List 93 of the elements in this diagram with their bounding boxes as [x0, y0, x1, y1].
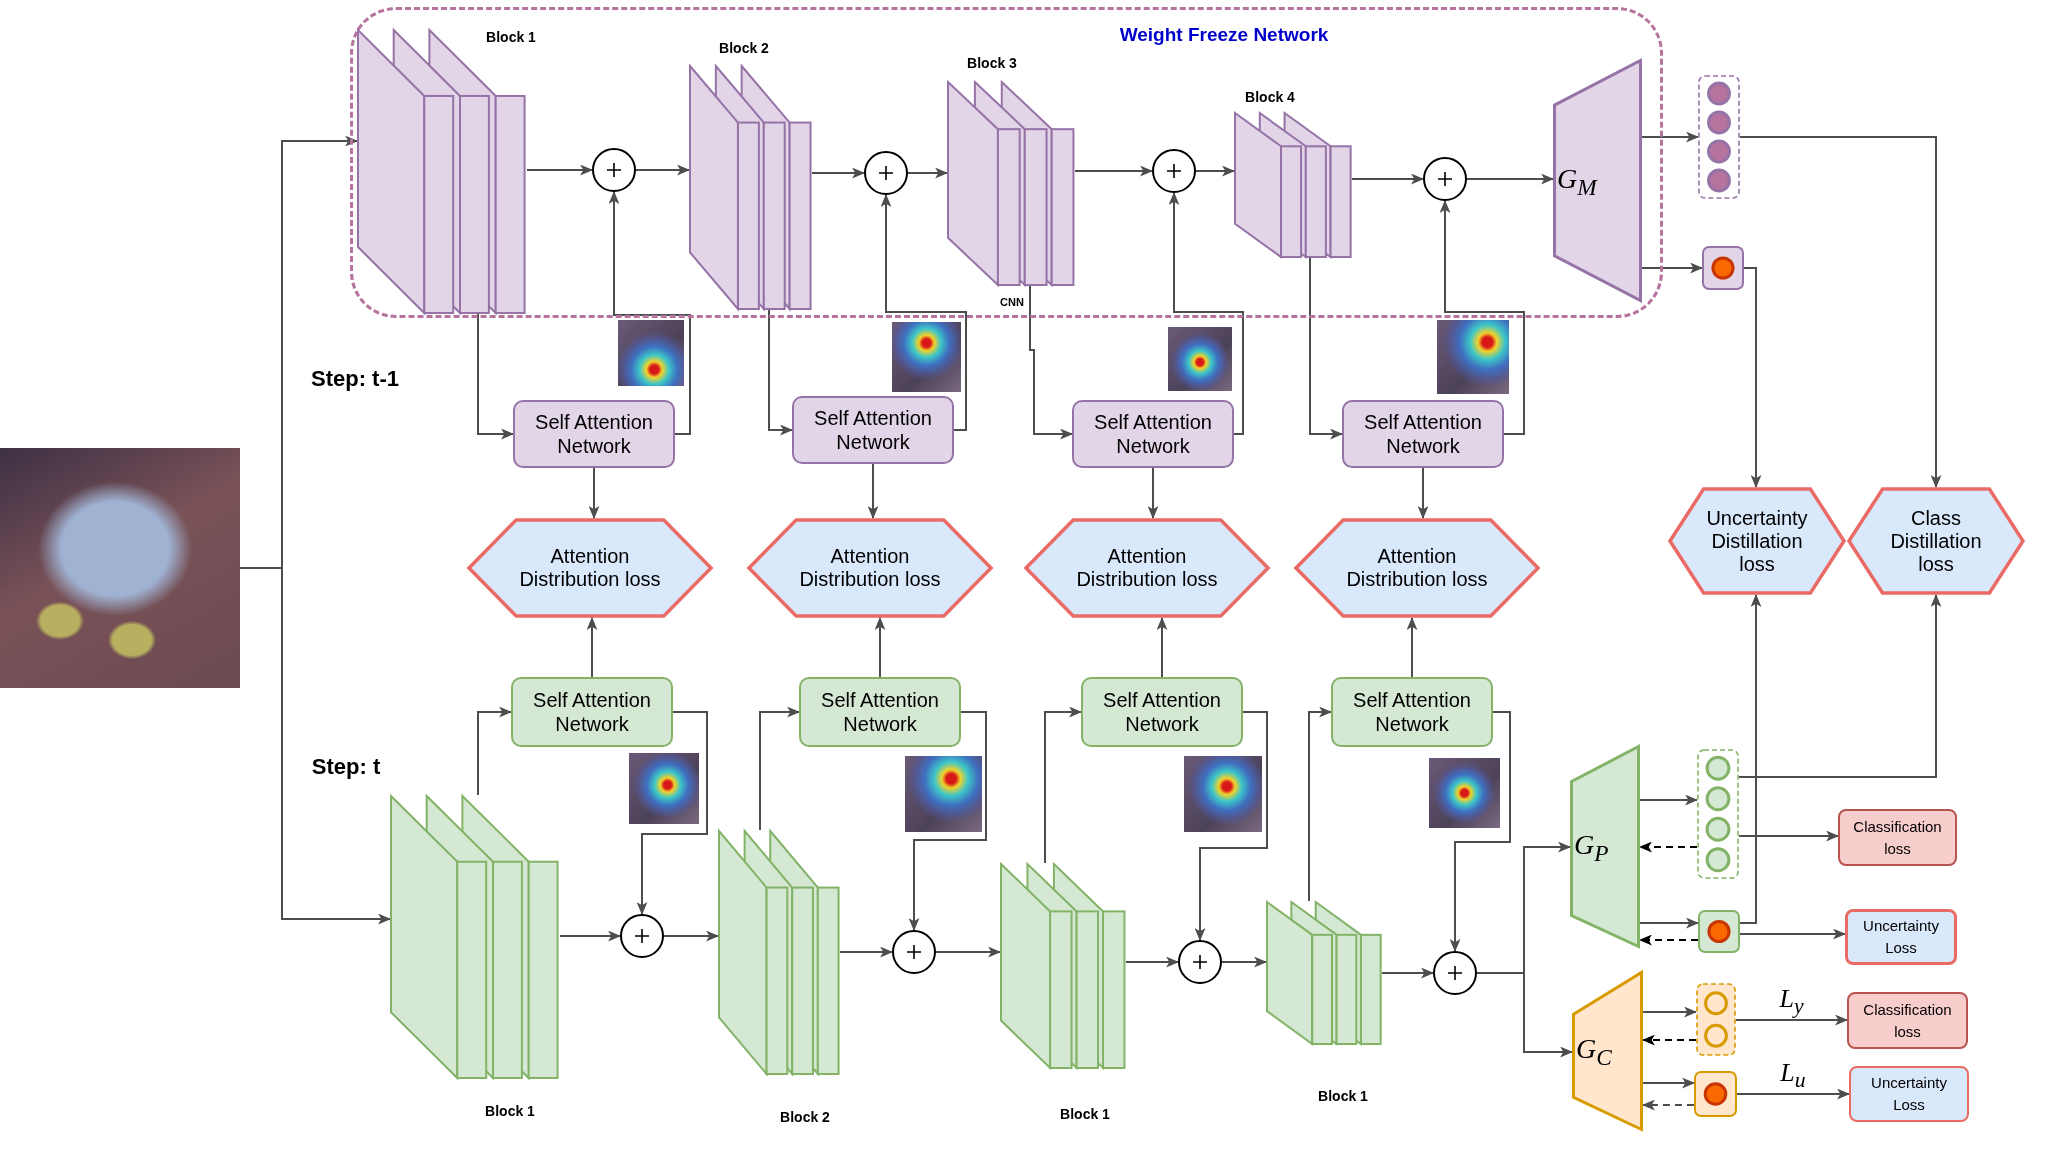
arrow	[1739, 593, 1762, 924]
block-label: Block 2	[780, 1109, 830, 1125]
arrow	[559, 930, 622, 942]
arrow	[1351, 173, 1425, 185]
generator-label: G$_{P}$	[1574, 828, 1609, 867]
arrow	[1074, 165, 1154, 177]
attention-network-box: Self Attention Network	[1081, 677, 1243, 747]
arrow	[1738, 593, 1942, 778]
arrow	[586, 616, 598, 678]
arrow	[1466, 173, 1555, 185]
arrow	[811, 167, 866, 179]
arrow	[1735, 1014, 1849, 1026]
block-label: Block 1	[486, 29, 536, 45]
attention-network-box: Self Attention Network	[799, 677, 961, 747]
arrow	[1638, 934, 1699, 946]
arrow	[526, 164, 594, 176]
loss-box: Classification loss	[1847, 992, 1968, 1049]
loss-box: Uncertainty Loss	[1849, 1066, 1969, 1122]
arrow	[1641, 1034, 1697, 1046]
loss-label: Class Distillation loss	[1889, 506, 1983, 576]
arrow	[1736, 1088, 1851, 1100]
arrow	[1417, 467, 1429, 520]
arrow	[880, 193, 967, 431]
loss-label: Attention Distribution loss	[798, 545, 942, 591]
arrow	[1641, 262, 1704, 274]
arrow	[1308, 706, 1333, 902]
arrow	[1147, 467, 1159, 520]
attention-network-box: Self Attention Network	[1331, 677, 1493, 747]
arrow	[1743, 267, 1762, 489]
block-label: Block 1	[1318, 1088, 1368, 1104]
arrow	[1476, 972, 1574, 1058]
arrow	[477, 706, 513, 796]
arrow	[1638, 841, 1698, 853]
arrow	[1156, 616, 1168, 678]
arrow	[663, 930, 720, 942]
attention-network-box: Self Attention Network	[792, 396, 954, 464]
attention-network-box: Self Attention Network	[1342, 400, 1504, 468]
arrow	[867, 463, 879, 520]
arrow	[1639, 917, 1700, 929]
arrow	[1194, 711, 1268, 942]
arrow	[1044, 706, 1083, 864]
arrow	[908, 711, 987, 932]
block-label: Block 1	[485, 1103, 535, 1119]
arrow	[874, 616, 886, 678]
loss-label: Attention Distribution loss	[1075, 545, 1219, 591]
loss-box: Classification loss	[1838, 809, 1957, 866]
arrow	[907, 167, 949, 179]
arrow	[1449, 711, 1511, 953]
arrow	[1639, 794, 1699, 806]
loss-label: Uncertainty Distillation loss	[1705, 506, 1809, 576]
arrow	[477, 313, 515, 440]
arrow	[636, 711, 708, 916]
loss-label: Attention Distribution loss	[1345, 545, 1489, 591]
arrow	[635, 164, 691, 176]
arrow	[1641, 131, 1700, 143]
arrow	[1168, 191, 1244, 435]
arrow	[1739, 928, 1847, 940]
attention-network-box: Self Attention Network	[1072, 400, 1234, 468]
block-label: Block 1	[1060, 1106, 1110, 1122]
loss-box: Uncertainty Loss	[1845, 909, 1957, 965]
arrow	[1381, 967, 1435, 979]
arrow	[1642, 1077, 1696, 1089]
arrow	[759, 706, 801, 831]
arrow	[1738, 830, 1840, 842]
group-title: Weight Freeze Network	[1119, 24, 1329, 46]
arrow	[1195, 165, 1236, 177]
arrow	[1439, 199, 1525, 435]
generator-label: G$_{M}$	[1557, 162, 1597, 201]
block-label: Block 2	[719, 40, 769, 56]
step-label: Step: t	[311, 754, 381, 780]
arrow	[1642, 1006, 1698, 1018]
attention-network-box: Self Attention Network	[513, 400, 675, 468]
arrow	[1125, 956, 1180, 968]
arrow	[1029, 285, 1074, 440]
arrow	[588, 467, 600, 520]
block-label: Block 3	[967, 55, 1017, 71]
arrow	[935, 946, 1002, 958]
generator-label: G$_{C}$	[1576, 1033, 1612, 1071]
arrow	[1309, 257, 1344, 440]
arrow	[1221, 956, 1268, 968]
arrow	[1739, 136, 1942, 489]
arrow	[768, 309, 794, 436]
block-label: Block 4	[1245, 89, 1295, 105]
photo-placeholder	[0, 448, 240, 688]
step-label: Step: t-1	[311, 366, 399, 392]
loss-label: Attention Distribution loss	[518, 545, 662, 591]
arrow	[1641, 1099, 1695, 1111]
dashed-group-frame	[350, 7, 1663, 318]
layer-caption: CNN	[1000, 296, 1024, 308]
arrow	[608, 190, 691, 435]
arrow	[1406, 616, 1418, 678]
attention-network-box: Self Attention Network	[511, 677, 673, 747]
arrow	[839, 946, 894, 958]
